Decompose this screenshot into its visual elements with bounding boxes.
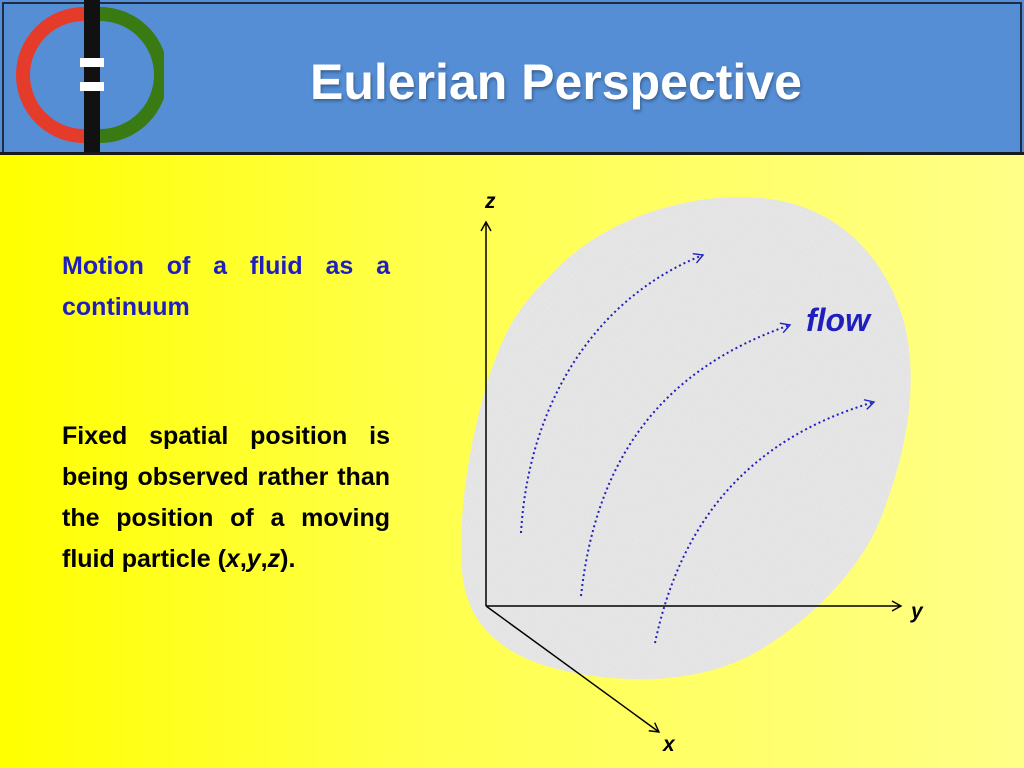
coord-x: x [225,545,240,573]
coord-y: y [246,545,261,573]
logo-dash-top [80,58,104,67]
title-bar: Eulerian Perspective [0,0,1024,155]
logo-bar [84,0,100,152]
coord-sep-2: , [260,545,268,573]
fixed-position-text: Fixed spatial position is being observed… [62,416,390,580]
coord-z: z [267,545,281,573]
y-axis-label: y [911,600,923,623]
logo-dash-bottom [80,82,104,91]
flow-label: flow [806,302,870,338]
x-axis [485,605,661,733]
streamline-2 [580,322,792,597]
coord-sep-1: , [239,545,247,573]
eulerian-diagram [461,197,911,733]
fluid-blob [461,197,911,680]
streamline-3 [654,399,876,644]
z-axis-label: z [485,190,496,213]
fixed-text-suffix: ). [280,545,296,573]
logo-left-arc [16,7,85,143]
page-title: Eulerian Perspective [310,54,802,110]
fluid-logo-icon [16,0,164,152]
fixed-text-prefix: Fixed spatial position is being observed… [62,422,390,573]
logo-right-arc [99,7,164,143]
motion-text: Motion of a fluid as a continuum [62,252,390,321]
x-axis-label: x [663,733,675,756]
